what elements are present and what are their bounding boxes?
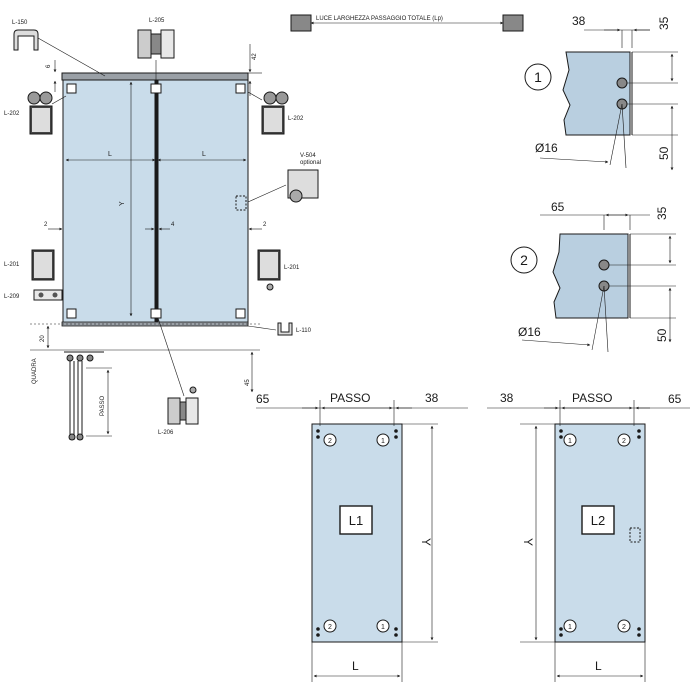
detail-1-35: 35: [657, 16, 671, 30]
panel-l2-hole-br: 2: [622, 624, 626, 631]
panel-l1-65: 65: [256, 392, 270, 406]
dim-4: 4: [171, 222, 175, 228]
detail-1: 1 38 35 50 Ø16: [524, 14, 678, 171]
detail-1-badge: [524, 63, 552, 91]
code-l209: L-209: [4, 294, 20, 300]
code-l110: L-110: [296, 328, 312, 334]
left-glass-panel: [62, 79, 157, 325]
hardware-l150: L-150: [12, 20, 106, 77]
dim-L-left: L: [108, 151, 112, 158]
hardware-l206: L-206: [157, 317, 199, 436]
hardware-v504: V-504 optional: [235, 153, 321, 211]
clamp-br: [235, 308, 246, 319]
panel-l1-passo: PASSO: [330, 391, 370, 405]
hardware-l202-left: L-202: [4, 91, 67, 135]
panel-l1-label-box: [339, 505, 373, 535]
panel-l2-hole-tl: 1: [568, 438, 572, 445]
code-l206: L-206: [158, 430, 174, 436]
hardware-l205: L-205: [137, 18, 175, 84]
panel-l1-38: 38: [425, 391, 439, 405]
panel-l2-hole-tr: 2: [622, 438, 626, 445]
hardware-l201-right: L-201: [257, 249, 300, 291]
detail-1-38: 38: [572, 14, 586, 28]
detail-2-65: 65: [551, 200, 565, 214]
code-l150: L-150: [12, 20, 28, 26]
panel-l2-hole-bl: 1: [568, 624, 572, 631]
clamp-tr: [235, 83, 246, 94]
hardware-l209: L-209: [4, 289, 63, 301]
panel-l2-Y: Y: [521, 538, 535, 546]
dim-42: 42: [252, 53, 258, 60]
dim-2-left: 2: [44, 222, 48, 228]
luce-header: LUCE LARGHEZZA PASSAGGIO TOTALE (Lp): [290, 14, 524, 32]
label-quadra: QUADRA: [32, 358, 38, 384]
code-l202-left: L-202: [4, 111, 20, 117]
panel-l2-38: 38: [500, 391, 514, 405]
detail-2-number: 2: [520, 252, 528, 268]
dim-6: 6: [46, 64, 52, 68]
hardware-l201-left: L-201: [4, 249, 55, 281]
panel-l2-knob-outline: [629, 527, 641, 543]
detail-1-dia: Ø16: [535, 141, 558, 155]
clamp-tc: [150, 83, 162, 94]
panel-l1-L: L: [352, 659, 359, 673]
panel-l1-hole-br: 1: [381, 624, 385, 631]
dim-20: 20: [40, 335, 46, 342]
dim-2-right: 2: [263, 222, 267, 228]
dim-passo-front: PASSO: [100, 395, 106, 416]
detail-1-50: 50: [657, 146, 671, 160]
panel-l2-label-box: [581, 505, 615, 535]
panel-l1: 65 PASSO 38 2 1 2 1 L1 Y L: [256, 391, 468, 682]
clamp-tl: [66, 83, 77, 94]
panel-l1-label: L1: [349, 513, 363, 528]
right-glass-panel: [157, 79, 249, 325]
panel-l1-hole-tl: 2: [328, 438, 332, 445]
panel-l2: 38 PASSO 65 1 2 1 2 L2 Y L: [487, 391, 690, 682]
panel-l1-hole-tr: 1: [381, 438, 385, 445]
detail-2-badge: [510, 246, 538, 274]
code-l201-left: L-201: [4, 262, 20, 268]
code-l201-right: L-201: [284, 265, 300, 271]
dim-45: 45: [245, 379, 251, 386]
panel-l2-65: 65: [668, 392, 682, 406]
code-l205: L-205: [149, 18, 165, 24]
detail-1-number: 1: [534, 69, 542, 85]
hardware-l202-right: L-202: [247, 91, 304, 135]
panel-l2-passo: PASSO: [572, 391, 612, 405]
top-track: [61, 72, 249, 81]
dim-L-right: L: [202, 151, 206, 158]
panel-l1-hole-bl: 2: [328, 624, 332, 631]
hardware-l110: L-110: [247, 322, 312, 336]
code-v504: V-504: [300, 153, 316, 159]
dim-Y: Y: [119, 201, 126, 206]
front-elevation: L L Y 2 4 2 6 42 20 45 QUADRA: [30, 44, 267, 441]
detail-2-dia: Ø16: [518, 325, 541, 339]
panel-l2-label: L2: [591, 513, 605, 528]
panel-l1-Y: Y: [419, 538, 433, 546]
roller-profile: PASSO: [64, 351, 112, 441]
clamp-bl: [66, 308, 77, 319]
detail-2-35: 35: [655, 206, 669, 220]
panel-l2-L: L: [595, 659, 602, 673]
detail-2-50: 50: [655, 328, 669, 342]
label-luce: LUCE LARGHEZZA PASSAGGIO TOTALE (Lp): [316, 16, 443, 22]
detail-2: 2 65 35 50 Ø16: [510, 200, 676, 353]
clamp-bc: [150, 308, 162, 319]
code-l202-right: L-202: [288, 116, 304, 122]
label-optional: optional: [300, 160, 321, 166]
